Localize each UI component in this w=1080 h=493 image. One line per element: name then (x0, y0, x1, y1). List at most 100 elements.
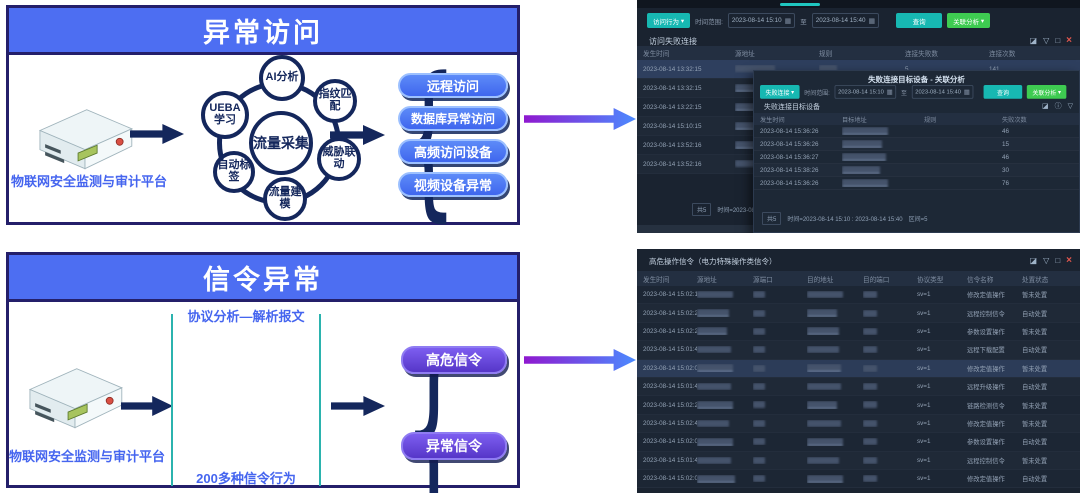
time-range-label: 时间范围: (695, 18, 723, 26)
table-cell: sv=1 (917, 456, 931, 464)
redacted-value (842, 140, 882, 148)
query-button[interactable]: 查询 (896, 13, 943, 28)
table-cell (863, 309, 917, 317)
calendar-icon[interactable]: ▦ (963, 89, 970, 96)
table-cell: 2023-08-14 13:52:16 (643, 141, 702, 149)
column-header: 规则 (924, 116, 937, 124)
table-cell (807, 401, 863, 410)
table-cell: 2023-08-14 15:01:47 (643, 346, 697, 354)
close-icon[interactable]: × (1066, 35, 1072, 46)
table-cell: 自动处置 (1022, 347, 1048, 355)
filter-icon[interactable]: ▽ (1043, 256, 1050, 265)
calendar-icon[interactable]: ▦ (868, 17, 876, 25)
tag-icon[interactable]: ◪ (1041, 103, 1049, 110)
action-label: 关联分析 (1032, 90, 1057, 97)
chevron-down-icon: ▾ (791, 89, 795, 96)
active-tab-indicator[interactable] (780, 3, 820, 6)
redacted-value (697, 401, 733, 410)
brace-left: { (403, 318, 464, 493)
panel-action-icons: ◪ ▽ □ × (1030, 35, 1072, 46)
analysis-top-label: 协议分析—解析报文 (187, 309, 305, 324)
table-cell: 修改定值操作 (967, 420, 1005, 428)
table-cell: 76 (1002, 179, 1010, 187)
close-icon[interactable]: × (1066, 255, 1072, 266)
table-cell: sv=1 (917, 291, 931, 299)
table-cell: 2023-08-14 15:01:47 (643, 383, 697, 391)
redacted-value (863, 327, 877, 335)
overlay-end-date-input[interactable]: 2023-08-14 15:40 ▦ (911, 85, 974, 99)
table-cell (753, 309, 807, 317)
table-cell: 暂未处置 (1022, 457, 1048, 465)
dashboard-failed-connections: 访问行为 ▾ 时间范围: 2023-08-14 15:10 ▦ 至 2023-0… (637, 0, 1080, 233)
table-header: 发生时间源地址源端口目的地址目的端口协议类型信令名称处置状态 (637, 271, 1080, 286)
table-cell: 15 (1002, 140, 1010, 148)
maximize-icon[interactable]: □ (1055, 36, 1061, 45)
table-cell: 2023-08-14 13:22:15 (643, 103, 702, 111)
redacted-value (863, 438, 877, 446)
table-cell: sv=1 (917, 401, 931, 409)
table-cell (807, 437, 863, 446)
end-date-input[interactable]: 2023-08-14 15:40 ▦ (811, 13, 880, 28)
correlation-analysis-overlay: 失败连接目标设备 - 关联分析 失败连接 ▾ 时间范围: 2023-08-14 … (753, 70, 1080, 233)
redacted-value (807, 474, 843, 483)
divider-line (171, 314, 173, 486)
table-cell: 自动处置 (1022, 476, 1048, 484)
tag-icon[interactable]: ◪ (1029, 36, 1038, 45)
footer-pages: 区间=5 (908, 217, 928, 223)
action-dropdown-button[interactable]: 关联分析 ▾ (947, 13, 991, 28)
overlay-start-date-input[interactable]: 2023-08-14 15:10 ▦ (834, 85, 897, 99)
output-high-freq-device: 高频访问设备 (398, 139, 508, 164)
overlay-action-dropdown-button[interactable]: 关联分析 ▾ (1026, 85, 1067, 99)
overlay-query-button[interactable]: 查询 (983, 85, 1023, 99)
filter-dropdown-button[interactable]: 访问行为 ▾ (647, 13, 691, 28)
table-cell: 链路检测信令 (967, 402, 1005, 410)
capability-circle-cluster: AI分析 指纹匹配 威胁联动 流量建模 自动标签 UEBA学习 流量采集 (197, 55, 367, 225)
overlay-filter-dropdown-button[interactable]: 失败连接 ▾ (760, 85, 800, 99)
column-header: 源地址 (697, 276, 717, 284)
table-cell: 自动处置 (1022, 384, 1048, 392)
table-cell: 远程控制信令 (967, 457, 1005, 465)
table-cell (842, 166, 924, 174)
table-cell (863, 475, 917, 483)
table-cell (753, 419, 807, 427)
filter-icon[interactable]: ▽ (1067, 103, 1073, 110)
start-date-input[interactable]: 2023-08-14 15:10 ▦ (727, 13, 796, 28)
calendar-icon[interactable]: ▦ (784, 17, 792, 25)
maximize-icon[interactable]: □ (1055, 256, 1061, 265)
tag-icon[interactable]: ◪ (1029, 256, 1038, 265)
table-cell (697, 401, 753, 410)
redacted-value (697, 474, 735, 483)
column-header: 源端口 (753, 276, 773, 284)
chevron-down-icon: ▾ (680, 17, 685, 25)
filter-icon[interactable]: ▽ (1043, 36, 1050, 45)
to-label: 至 (900, 90, 907, 97)
table-cell (697, 383, 753, 391)
table-cell (735, 103, 819, 111)
table-cell (863, 419, 917, 427)
table-header: 发生时间源地址规则连接失败数连接次数 (637, 46, 1080, 60)
table-cell (753, 291, 807, 299)
capability-auto-tag: 自动标签 (213, 151, 255, 193)
table-cell (807, 474, 863, 483)
column-header: 处置状态 (1022, 276, 1049, 284)
table-cell (807, 364, 863, 373)
info-icon[interactable]: ⓘ (1054, 103, 1062, 110)
calendar-icon[interactable]: ▦ (886, 89, 893, 96)
table-cell (863, 401, 917, 409)
